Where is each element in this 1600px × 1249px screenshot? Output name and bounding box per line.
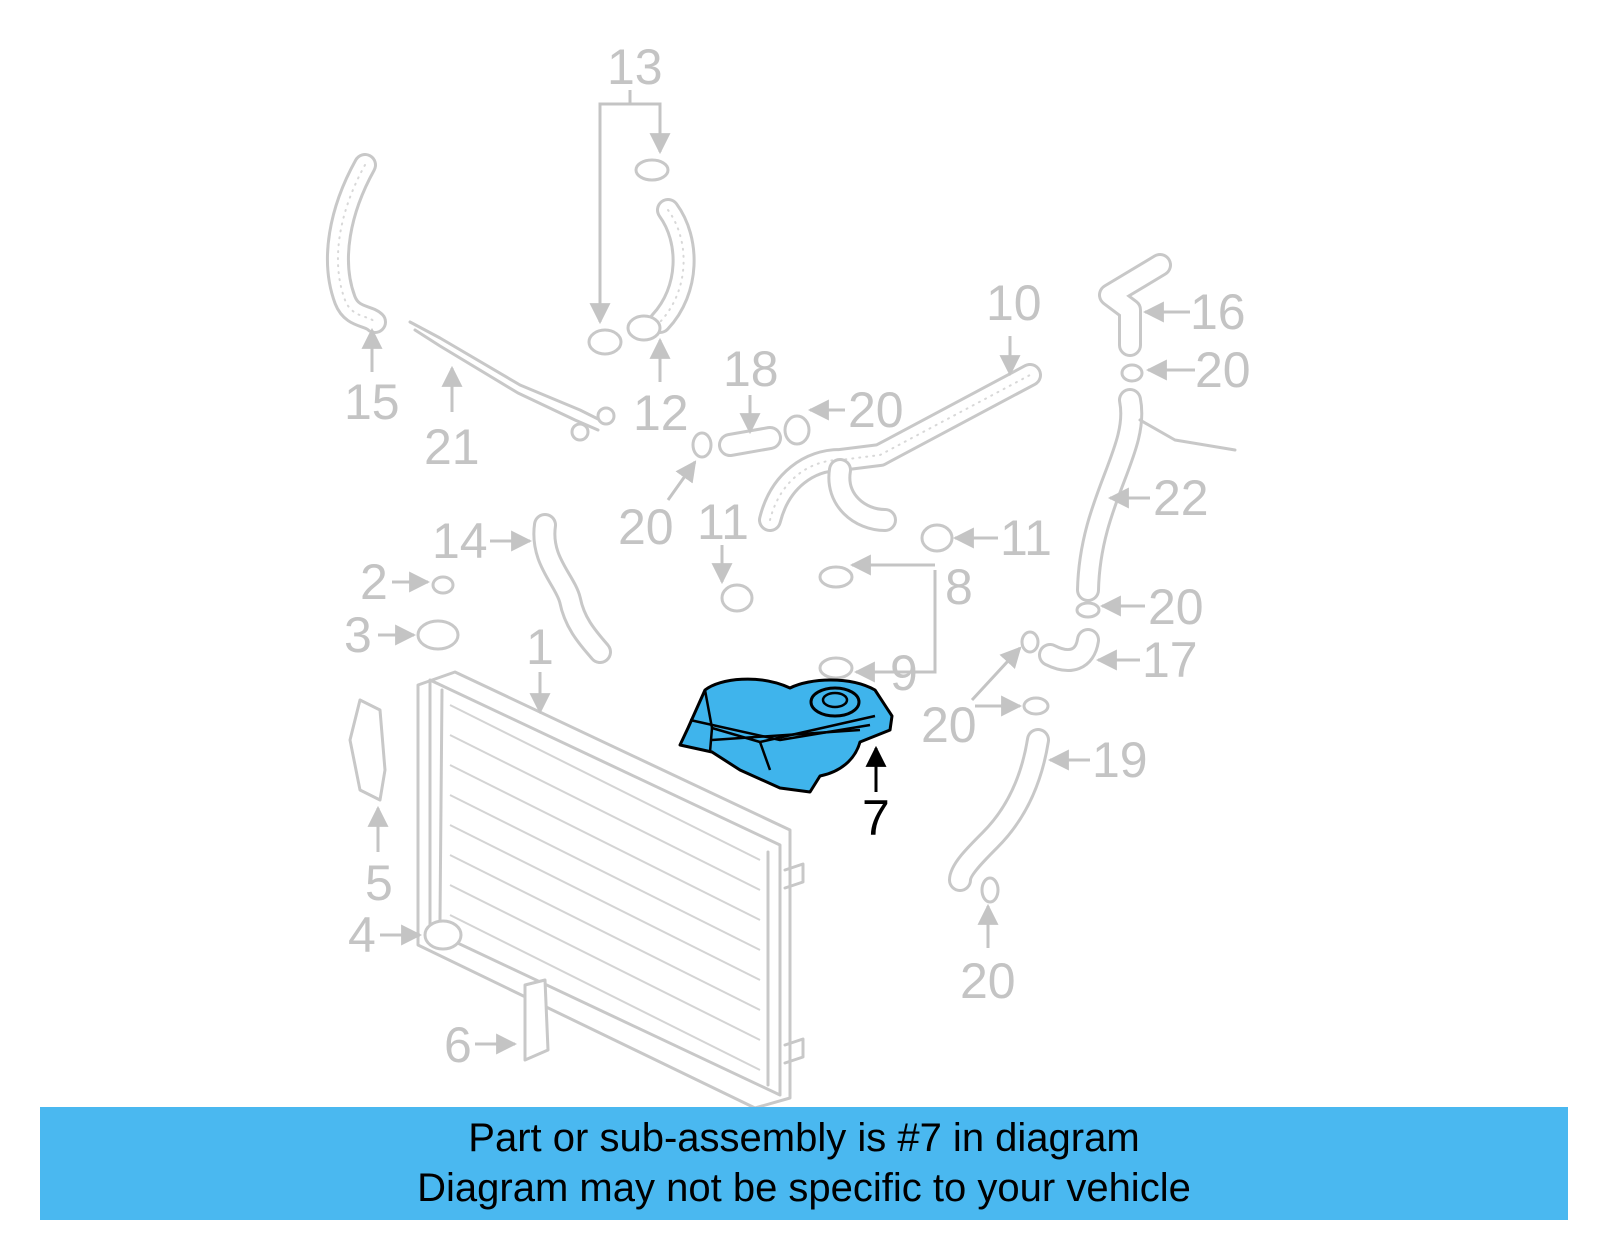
- radiator: [416, 670, 805, 1110]
- callout-21: 21: [424, 419, 480, 475]
- callout-9: 9: [890, 645, 918, 701]
- hose-19: [948, 728, 1050, 892]
- expansion-tank-part-7[interactable]: [678, 677, 894, 794]
- callout-11-b: 11: [1000, 510, 1052, 566]
- callout-20-e: 20: [921, 697, 977, 753]
- callout-7[interactable]: 7: [862, 790, 890, 846]
- hose-12: [626, 198, 696, 342]
- callout-12: 12: [633, 385, 689, 441]
- banner-line-1: Part or sub-assembly is #7 in diagram: [468, 1116, 1140, 1160]
- hose-17: [1038, 628, 1100, 672]
- callout-13: 13: [607, 39, 663, 95]
- callout-6: 6: [444, 1017, 472, 1073]
- callout-2: 2: [360, 554, 388, 610]
- callout-3: 3: [344, 607, 372, 663]
- callout-8: 8: [945, 559, 973, 615]
- hose-18: [718, 426, 782, 457]
- callout-20-f: 20: [960, 953, 1016, 1009]
- callout-20-a: 20: [848, 382, 904, 438]
- clamp-13: [587, 158, 670, 356]
- callout-14: 14: [432, 513, 488, 569]
- callout-20-c: 20: [1195, 342, 1251, 398]
- banner-line-2: Diagram may not be specific to your vehi…: [417, 1166, 1191, 1210]
- callout-20-d: 20: [1148, 579, 1204, 635]
- hose-16: [1098, 253, 1172, 357]
- hose-10: [758, 363, 1042, 532]
- leader-lines: [361, 90, 1195, 1055]
- callout-5: 5: [365, 855, 393, 911]
- callout-17: 17: [1142, 632, 1198, 688]
- pipe-21: [408, 320, 616, 442]
- callout-1: 1: [526, 619, 554, 675]
- callout-18: 18: [723, 341, 779, 397]
- callout-19: 19: [1092, 732, 1148, 788]
- small-parts: [348, 363, 1144, 1062]
- callout-11-a: 11: [697, 494, 749, 550]
- callout-16: 16: [1190, 284, 1246, 340]
- callout-labels: 13 15 21 12 18 20 20 10 16 20 22 11 11 8…: [344, 39, 1251, 1073]
- callout-10: 10: [986, 275, 1042, 331]
- pipe-22: [1076, 388, 1237, 602]
- callout-20-b: 20: [618, 499, 674, 555]
- info-banner: Part or sub-assembly is #7 in diagram Di…: [40, 1107, 1568, 1220]
- callout-15: 15: [344, 374, 400, 430]
- callout-22: 22: [1153, 470, 1209, 526]
- hose-14: [532, 513, 612, 664]
- hose-15: [325, 153, 387, 334]
- callout-4: 4: [348, 907, 376, 963]
